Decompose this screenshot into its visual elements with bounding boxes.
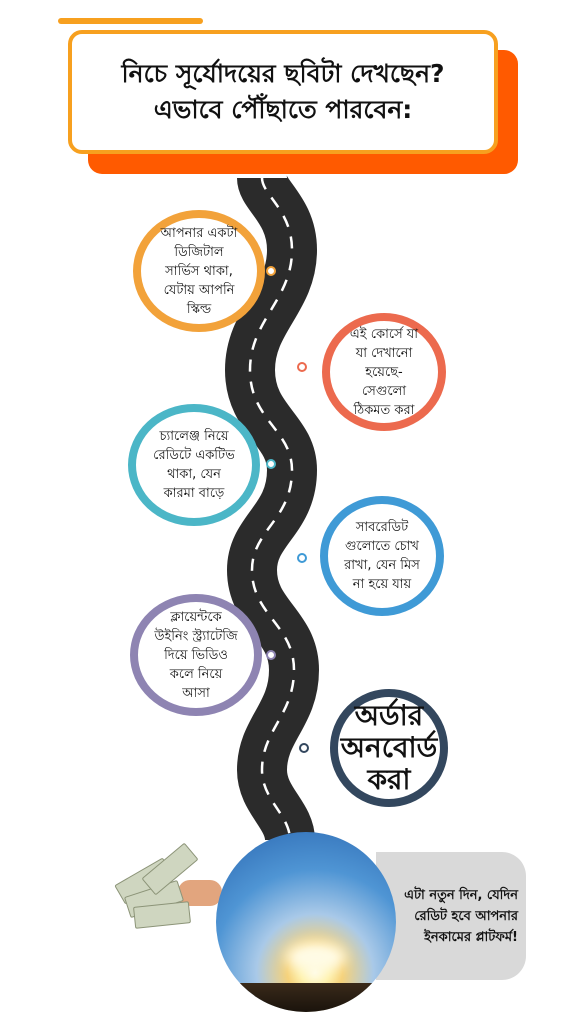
step-5-text: ক্লায়েন্টকে উইনিং স্ট্র্যাটেজি দিয়ে ভি… — [154, 609, 238, 701]
step-4-text: সাবরেডিট গুলোতে চোখ রাখা, যেন মিস না হয়… — [344, 520, 420, 592]
step-2-text: এই কোর্সে যা যা দেখানো হয়েছে- সেগুলো ঠি… — [349, 326, 419, 418]
caption-text: এটা নতুন দিন, যেদিন রেডিট হবে আপনার ইনকা… — [404, 887, 518, 945]
step-1-text: আপনার একটা ডিজিটাল সার্ভিস থাকা, যেটায় … — [160, 225, 238, 317]
step-bubble-5: ক্লায়েন্টকে উইনিং স্ট্র্যাটেজি দিয়ে ভি… — [130, 594, 262, 716]
title-box: নিচে সূর্যোদয়ের ছবিটা দেখছেন? এভাবে পৌঁ… — [68, 30, 498, 154]
caption-box: এটা নতুন দিন, যেদিন রেডিট হবে আপনার ইনকা… — [376, 852, 526, 980]
step-4-marker — [297, 553, 307, 563]
step-bubble-2: এই কোর্সে যা যা দেখানো হয়েছে- সেগুলো ঠি… — [322, 313, 446, 431]
step-6-marker — [299, 743, 309, 753]
step-bubble-6: অর্ডার অনবোর্ড করা — [330, 689, 448, 807]
title-line-2: এভাবে পৌঁছাতে পারবেন: — [153, 95, 413, 124]
title-block: নিচে সূর্যোদয়ের ছবিটা দেখছেন? এভাবে পৌঁ… — [0, 0, 576, 190]
sunrise-image — [216, 832, 396, 1012]
step-3-marker — [266, 459, 276, 469]
step-5-marker — [266, 650, 276, 660]
step-3-text: চ্যালেঞ্জ নিয়ে রেডিটে একটিভ থাকা, যেন ক… — [153, 429, 235, 501]
step-1-marker — [266, 266, 276, 276]
money-icon — [112, 842, 224, 942]
step-6-text: অর্ডার অনবোর্ড করা — [340, 699, 438, 796]
step-bubble-3: চ্যালেঞ্জ নিয়ে রেডিটে একটিভ থাকা, যেন ক… — [128, 404, 260, 526]
step-2-marker — [297, 362, 307, 372]
title-accent-bar — [58, 18, 203, 24]
title-line-1: নিচে সূর্যোদয়ের ছবিটা দেখছেন? — [121, 59, 445, 88]
step-bubble-1: আপনার একটা ডিজিটাল সার্ভিস থাকা, যেটায় … — [133, 210, 265, 332]
step-bubble-4: সাবরেডিট গুলোতে চোখ রাখা, যেন মিস না হয়… — [320, 496, 444, 616]
